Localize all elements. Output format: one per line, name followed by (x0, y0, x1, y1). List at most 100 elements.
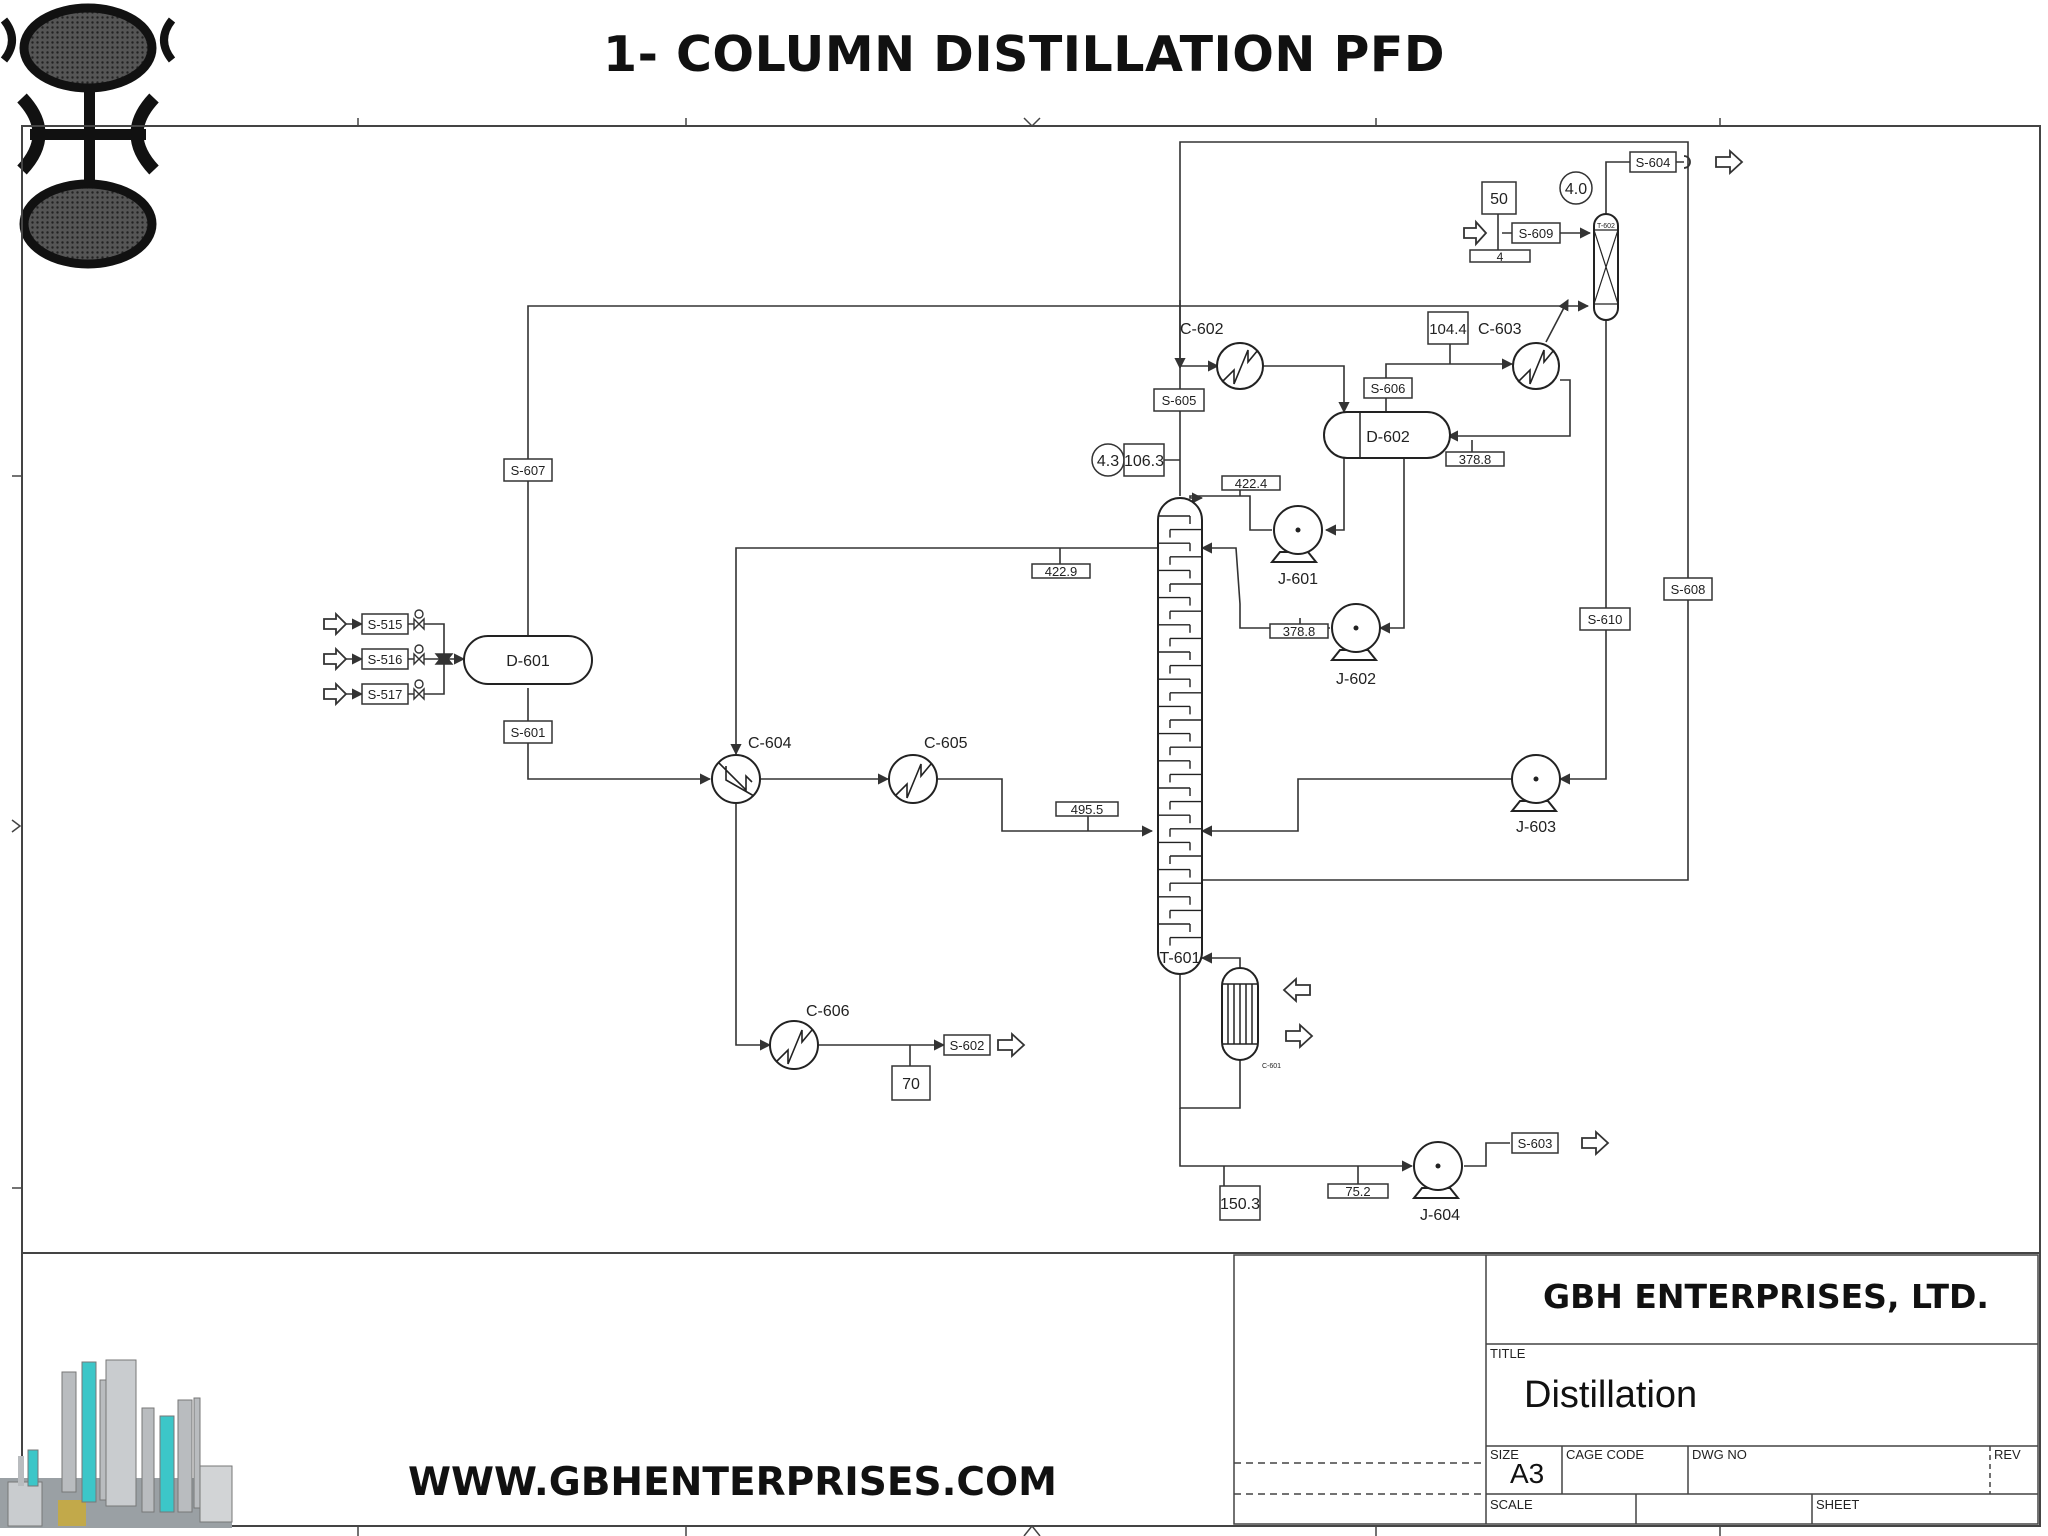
pump-j602[interactable]: J-602 (1329, 603, 1381, 688)
pump-j601-label: J-601 (1278, 571, 1318, 588)
exchanger-c604[interactable]: C-604 (711, 735, 792, 804)
readout-422-9: 422.9 (1031, 563, 1091, 579)
readout-75-2: 75.2 (1327, 1183, 1389, 1199)
svg-text:150.3: 150.3 (1220, 1196, 1260, 1213)
svg-text:S-607: S-607 (511, 463, 546, 478)
refinery-illustration (0, 1359, 233, 1528)
svg-text:378.8: 378.8 (1459, 452, 1492, 467)
svg-text:378.8: 378.8 (1283, 624, 1316, 639)
svg-text:S-604: S-604 (1636, 155, 1671, 170)
stream-s515[interactable]: S-515 (361, 613, 409, 635)
svg-text:S-517: S-517 (368, 687, 403, 702)
exchanger-c605[interactable]: C-605 (888, 735, 968, 804)
value-readouts: 50 4 4.0 104.4 378.8 422.4 422.9 378.8 4… (891, 171, 1593, 1221)
exchanger-c603[interactable]: C-603 (1478, 321, 1560, 390)
readout-70: 70 (891, 1065, 931, 1101)
vessel-d602-label: D-602 (1366, 429, 1410, 446)
website-url[interactable]: WWW.GBHENTERPRISES.COM (408, 1460, 1057, 1505)
svg-text:4: 4 (1497, 250, 1504, 264)
exchanger-c603-label: C-603 (1478, 321, 1522, 338)
title-block-title-value: Distillation (1524, 1374, 1698, 1416)
title-block-size-label: SIZE (1490, 1447, 1519, 1462)
pump-j602-label: J-602 (1336, 671, 1376, 688)
title-block-size-value: A3 (1510, 1458, 1545, 1489)
svg-text:4.0: 4.0 (1565, 181, 1587, 198)
stream-s604[interactable]: S-604 (1629, 151, 1677, 173)
column-t602-label: T-602 (1597, 223, 1615, 230)
title-block-cage-code-label: CAGE CODE (1566, 1447, 1645, 1462)
stream-s605[interactable]: S-605 (1153, 388, 1205, 412)
stream-s517[interactable]: S-517 (361, 683, 409, 705)
svg-text:50: 50 (1490, 191, 1508, 208)
vessel-d601-label: D-601 (506, 653, 550, 670)
stream-s609[interactable]: S-609 (1511, 222, 1561, 244)
svg-text:106.3: 106.3 (1124, 453, 1164, 470)
readout-50: 50 (1481, 181, 1517, 215)
svg-text:422.4: 422.4 (1235, 476, 1268, 491)
title-block-sheet-label: SHEET (1816, 1497, 1860, 1512)
vessel-d602[interactable]: D-602 (1323, 411, 1451, 459)
title-block-title-label: TITLE (1490, 1346, 1526, 1361)
stream-s603[interactable]: S-603 (1511, 1132, 1559, 1154)
pump-j603-label: J-603 (1516, 819, 1556, 836)
page-title: 1- COLUMN DISTILLATION PFD (602, 26, 1446, 83)
readout-4: 4 (1469, 249, 1531, 264)
exchanger-c602-label: C-602 (1180, 321, 1224, 338)
svg-text:S-601: S-601 (511, 725, 546, 740)
stream-tags: S-515 S-516 S-517 S-601 S-602 S-603 S-60… (361, 151, 1713, 1154)
company-name: GBH ENTERPRISES, LTD. (1543, 1277, 1989, 1316)
title-block-dwg-no-label: DWG NO (1692, 1447, 1747, 1462)
svg-text:495.5: 495.5 (1071, 802, 1104, 817)
svg-text:4.3: 4.3 (1097, 453, 1119, 470)
svg-text:S-602: S-602 (950, 1038, 985, 1053)
svg-text:S-608: S-608 (1671, 582, 1706, 597)
svg-text:S-606: S-606 (1371, 381, 1406, 396)
readout-495-5: 495.5 (1055, 801, 1119, 817)
readout-422-4: 422.4 (1221, 475, 1281, 491)
stream-s516[interactable]: S-516 (361, 648, 409, 670)
stream-s601[interactable]: S-601 (503, 720, 553, 744)
svg-text:S-603: S-603 (1518, 1136, 1553, 1151)
stream-arrows (323, 148, 1744, 1157)
svg-text:S-516: S-516 (368, 652, 403, 667)
column-t601-trays (1158, 515, 1202, 946)
svg-text:70: 70 (902, 1076, 920, 1093)
vessel-d601[interactable]: D-601 (463, 635, 593, 685)
readout-4-3: 4.3 (1091, 443, 1125, 477)
readout-4-0: 4.0 (1559, 171, 1593, 205)
stream-s606[interactable]: S-606 (1363, 377, 1413, 399)
svg-text:75.2: 75.2 (1345, 1184, 1370, 1199)
exchanger-c605-label: C-605 (924, 735, 968, 752)
stream-s608[interactable]: S-608 (1663, 577, 1713, 601)
stream-s602[interactable]: S-602 (943, 1034, 991, 1056)
svg-text:S-605: S-605 (1162, 393, 1197, 408)
feed-valves (413, 609, 454, 701)
title-block (1233, 1254, 2039, 1525)
svg-text:S-515: S-515 (368, 617, 403, 632)
pump-j604-label: J-604 (1420, 1207, 1460, 1224)
exchanger-c602[interactable]: C-602 (1180, 321, 1264, 390)
drawing-frame (11, 117, 2041, 1536)
svg-text:S-609: S-609 (1519, 226, 1554, 241)
stream-s607[interactable]: S-607 (503, 458, 553, 482)
pump-j604[interactable]: J-604 (1411, 1141, 1463, 1224)
title-block-scale-label: SCALE (1490, 1497, 1533, 1512)
readout-150-3: 150.3 (1219, 1185, 1261, 1221)
reboiler-c601[interactable]: C-601 (1221, 967, 1281, 1070)
exchanger-c606[interactable]: C-606 (769, 1003, 850, 1070)
readout-106-3: 106.3 (1123, 443, 1165, 477)
exchanger-c604-label: C-604 (748, 735, 792, 752)
column-t601-label: T-601 (1160, 950, 1201, 967)
pump-j601[interactable]: J-601 (1269, 505, 1323, 588)
column-t601[interactable]: T-601 (1157, 497, 1203, 975)
readout-378-8-top: 378.8 (1445, 451, 1505, 467)
title-block-rev-label: REV (1994, 1447, 2021, 1462)
stream-s610[interactable]: S-610 (1579, 607, 1631, 631)
svg-text:422.9: 422.9 (1045, 564, 1078, 579)
column-t602[interactable]: T-602 (1593, 213, 1619, 321)
pump-j603[interactable]: J-603 (1509, 754, 1561, 836)
exchanger-c606-label: C-606 (806, 1003, 850, 1020)
readout-378-8-mid: 378.8 (1269, 623, 1329, 639)
company-logo (0, 3, 176, 269)
